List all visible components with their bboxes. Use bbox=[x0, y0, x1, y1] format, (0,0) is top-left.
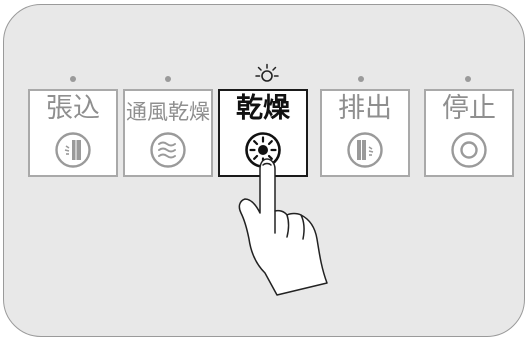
discharge-button[interactable]: 排出 bbox=[320, 89, 410, 177]
pointing-hand-icon bbox=[229, 155, 329, 300]
indicator-led-drying-lit-icon bbox=[255, 63, 279, 87]
indicator-led-ventilation bbox=[165, 76, 171, 82]
tension-button[interactable]: 張込 bbox=[28, 89, 118, 177]
tension-button-label: 張込 bbox=[30, 94, 116, 124]
stop-button[interactable]: 停止 bbox=[424, 89, 514, 177]
indicator-led-stop bbox=[465, 76, 471, 82]
discharge-icon bbox=[346, 131, 384, 169]
indicator-led-tension bbox=[70, 76, 76, 82]
stop-button-label: 停止 bbox=[426, 94, 512, 124]
control-panel: 張込 通風乾燥 乾燥 bbox=[3, 4, 525, 337]
ventilation-drying-button-label: 通風乾燥 bbox=[125, 97, 211, 127]
drying-button-label: 乾燥 bbox=[220, 94, 306, 124]
discharge-button-label: 排出 bbox=[322, 94, 408, 124]
stop-circle-icon bbox=[450, 131, 488, 169]
ventilation-drying-button[interactable]: 通風乾燥 bbox=[123, 89, 213, 177]
tension-icon bbox=[54, 131, 92, 169]
indicator-led-discharge bbox=[358, 76, 364, 82]
ventilation-icon bbox=[149, 131, 187, 169]
